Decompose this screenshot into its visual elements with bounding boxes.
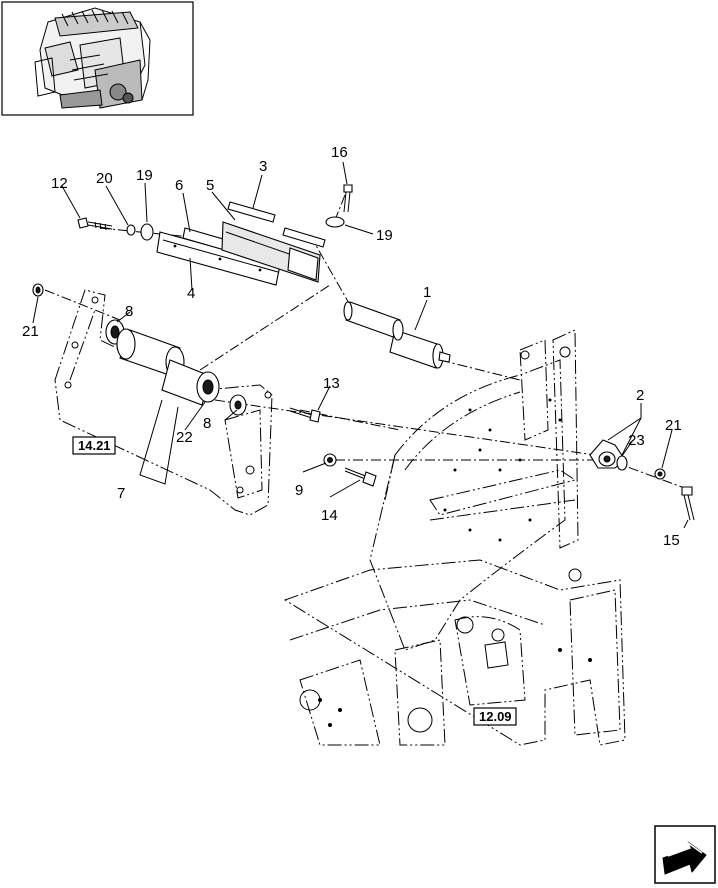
leader-lines: [32, 161, 689, 529]
callout-19-left: 19: [136, 167, 153, 184]
callout-16: 16: [331, 144, 348, 161]
callout-13: 13: [323, 375, 340, 392]
baler-main-frame: [283, 329, 626, 746]
callout-5: 5: [206, 177, 214, 194]
washer-19-right: [325, 216, 345, 228]
bolt-14: [344, 467, 377, 487]
roller-tube-22: [161, 359, 220, 406]
reference-box-14-21[interactable]: 14.21: [72, 436, 116, 455]
callout-15: 15: [663, 532, 680, 549]
nut-21-right: [654, 468, 666, 480]
scraper-strip-3: [227, 201, 326, 248]
callout-14: 14: [321, 507, 338, 524]
bolt-16: [343, 184, 353, 213]
callout-7: 7: [117, 485, 125, 502]
callout-12: 12: [51, 175, 68, 192]
callout-3: 3: [259, 158, 267, 175]
nut-9: [323, 453, 337, 467]
reference-14-21: 14.21: [78, 438, 111, 453]
reference-12-09: 12.09: [479, 709, 512, 724]
nut-21-left: [32, 283, 44, 297]
baler-overview-thumbnail-icon: [1, 1, 194, 116]
callout-23: 23: [628, 432, 645, 449]
callout-19-right: 19: [376, 227, 393, 244]
callout-8-bottom: 8: [203, 415, 211, 432]
bearing-8-right: [229, 394, 247, 416]
bolt-13: [289, 407, 321, 423]
callout-20: 20: [96, 170, 113, 187]
callout-6: 6: [175, 177, 183, 194]
callout-9: 9: [295, 482, 303, 499]
callout-labels: 1 2 3 4 5 6 7 8 8 9 12 13 14 15 16 19 19…: [22, 144, 682, 549]
roller-shaft-1: [343, 301, 451, 369]
callout-8-top: 8: [125, 303, 133, 320]
washer-20: [126, 224, 136, 236]
bolt-12: [77, 217, 113, 231]
washer-19-left: [140, 223, 154, 241]
bushing-23: [616, 455, 628, 471]
callout-4: 4: [187, 285, 195, 302]
next-page-arrow-icon[interactable]: [654, 825, 716, 884]
reference-box-12-09[interactable]: 12.09: [473, 707, 517, 726]
callout-22: 22: [176, 429, 193, 446]
scraper-bracket-5: [221, 221, 321, 283]
callout-21-right: 21: [665, 417, 682, 434]
callout-1: 1: [423, 284, 431, 301]
callout-2: 2: [636, 387, 644, 404]
callout-21-left: 21: [22, 323, 39, 340]
left-side-plate: [54, 289, 273, 516]
bolt-15: [681, 486, 695, 521]
flange-bearing-2: [589, 439, 626, 469]
